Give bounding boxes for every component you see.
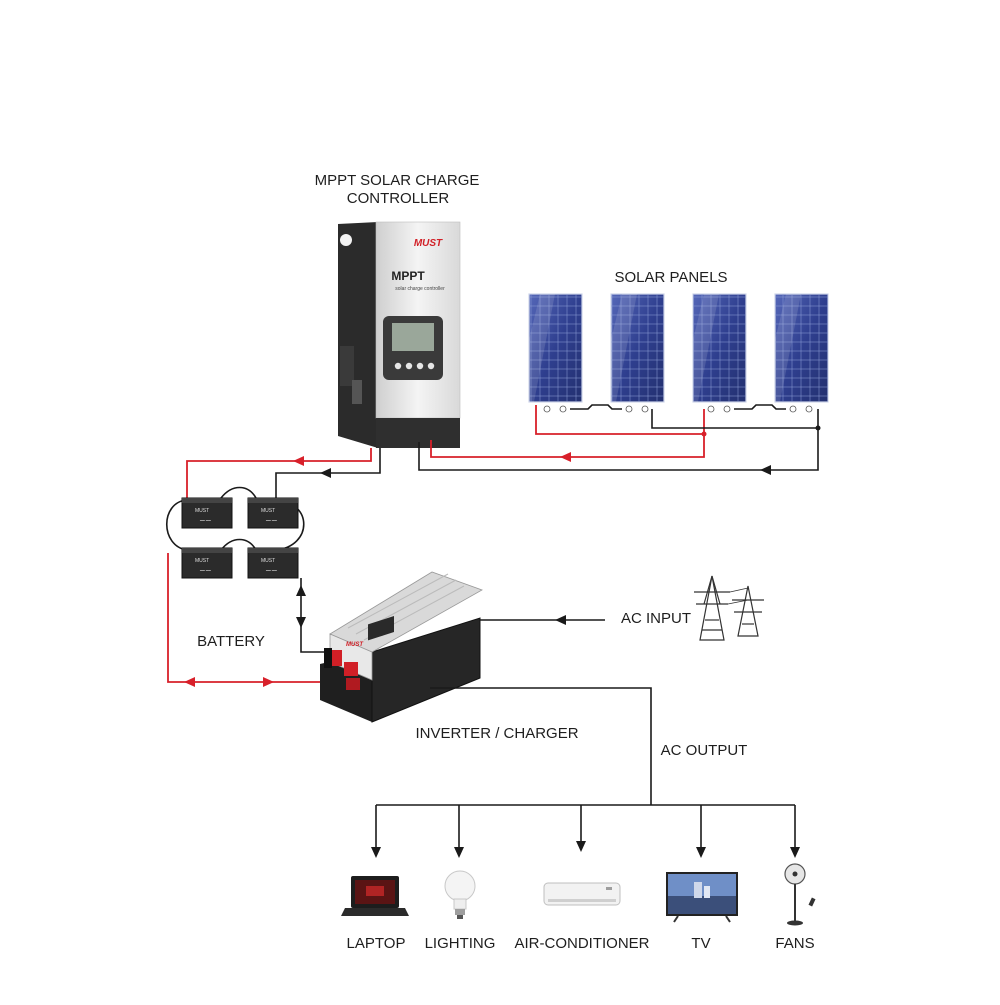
battery-negative-arrow-up (296, 585, 306, 596)
panel-negative-wire (418, 428, 819, 471)
laptop-icon (341, 876, 409, 916)
svg-text:MUST: MUST (261, 558, 275, 564)
controller-battery-positive-wire (186, 448, 372, 498)
svg-text:━━ ━━: ━━ ━━ (199, 518, 211, 523)
inverter-charger: MUST (320, 571, 483, 723)
controller-positive-arrow (293, 456, 304, 466)
ac-output-wiring (371, 687, 800, 858)
battery-bank: MUST ━━ ━━ MUST ━━ ━━ MUST ━━ ━━ MUST ━━… (165, 486, 305, 579)
solar-panels-label: SOLAR PANELS (614, 269, 727, 286)
panel-negative-arrow (760, 465, 771, 475)
svg-text:MUST: MUST (195, 508, 209, 514)
load-label-lighting: LIGHTING (425, 935, 496, 952)
battery-unit-4: MUST ━━ ━━ (247, 547, 299, 579)
controller-model-text: MPPT (391, 269, 425, 283)
inverter-brand-logo: MUST (346, 642, 364, 648)
battery-positive-arrow-right (263, 677, 274, 687)
battery-inverter-negative-wire (300, 578, 332, 653)
battery-negative-arrow-down (296, 617, 306, 628)
battery-unit-3: MUST ━━ ━━ (181, 547, 233, 579)
battery-unit-1: MUST ━━ ━━ (181, 497, 233, 529)
panel-wiring (535, 404, 821, 437)
svg-text:━━ ━━: ━━ ━━ (199, 568, 211, 573)
solar-panel-2 (610, 293, 665, 403)
ac-output-label: AC OUTPUT (661, 742, 748, 759)
inverter-positive-terminal-2 (344, 662, 358, 676)
light-bulb-icon (444, 870, 476, 919)
ac-input-label: AC INPUT (621, 610, 691, 627)
solar-panel-1 (528, 293, 583, 403)
controller-negative-arrow (320, 468, 331, 478)
controller-button-1[interactable] (394, 362, 402, 370)
controller-button-4[interactable] (427, 362, 435, 370)
controller-button-3[interactable] (416, 362, 424, 370)
controller-label-line2: CONTROLLER (347, 190, 450, 207)
power-tower-icon (694, 575, 764, 641)
mppt-controller: MUST MPPT solar charge controller (338, 221, 461, 448)
svg-text:MUST: MUST (261, 508, 275, 514)
fan-icon (784, 863, 816, 926)
svg-text:MUST: MUST (195, 558, 209, 564)
ac-input-arrow (555, 615, 566, 625)
load-label-laptop: LAPTOP (347, 935, 406, 952)
air-conditioner-icon (543, 882, 621, 906)
panel-positive-arrow (560, 452, 571, 462)
svg-text:━━ ━━: ━━ ━━ (265, 518, 277, 523)
load-label-fans: FANS (775, 935, 814, 952)
controller-lcd-screen (392, 323, 434, 351)
battery-label: BATTERY (197, 633, 265, 650)
controller-brand-logo: MUST (414, 238, 443, 249)
tv-icon (666, 872, 738, 923)
panel-positive-wire (430, 434, 705, 458)
battery-inverter-positive-wire (167, 553, 340, 683)
battery-positive-arrow-left (184, 677, 195, 687)
inverter-label: INVERTER / CHARGER (415, 725, 578, 742)
solar-panel-3 (692, 293, 747, 403)
load-label-air-conditioner: AIR-CONDITIONER (515, 935, 650, 952)
controller-button-2[interactable] (405, 362, 413, 370)
load-label-tv: TV (691, 935, 710, 952)
battery-unit-2: MUST ━━ ━━ (247, 497, 299, 529)
svg-text:━━ ━━: ━━ ━━ (265, 568, 277, 573)
solar-panel-array (528, 293, 829, 413)
controller-subtitle-text: solar charge controller (395, 286, 445, 292)
inverter-lcd-screen (368, 615, 394, 641)
controller-label-line1: MPPT SOLAR CHARGE (315, 172, 480, 189)
solar-panel-4 (774, 293, 829, 403)
